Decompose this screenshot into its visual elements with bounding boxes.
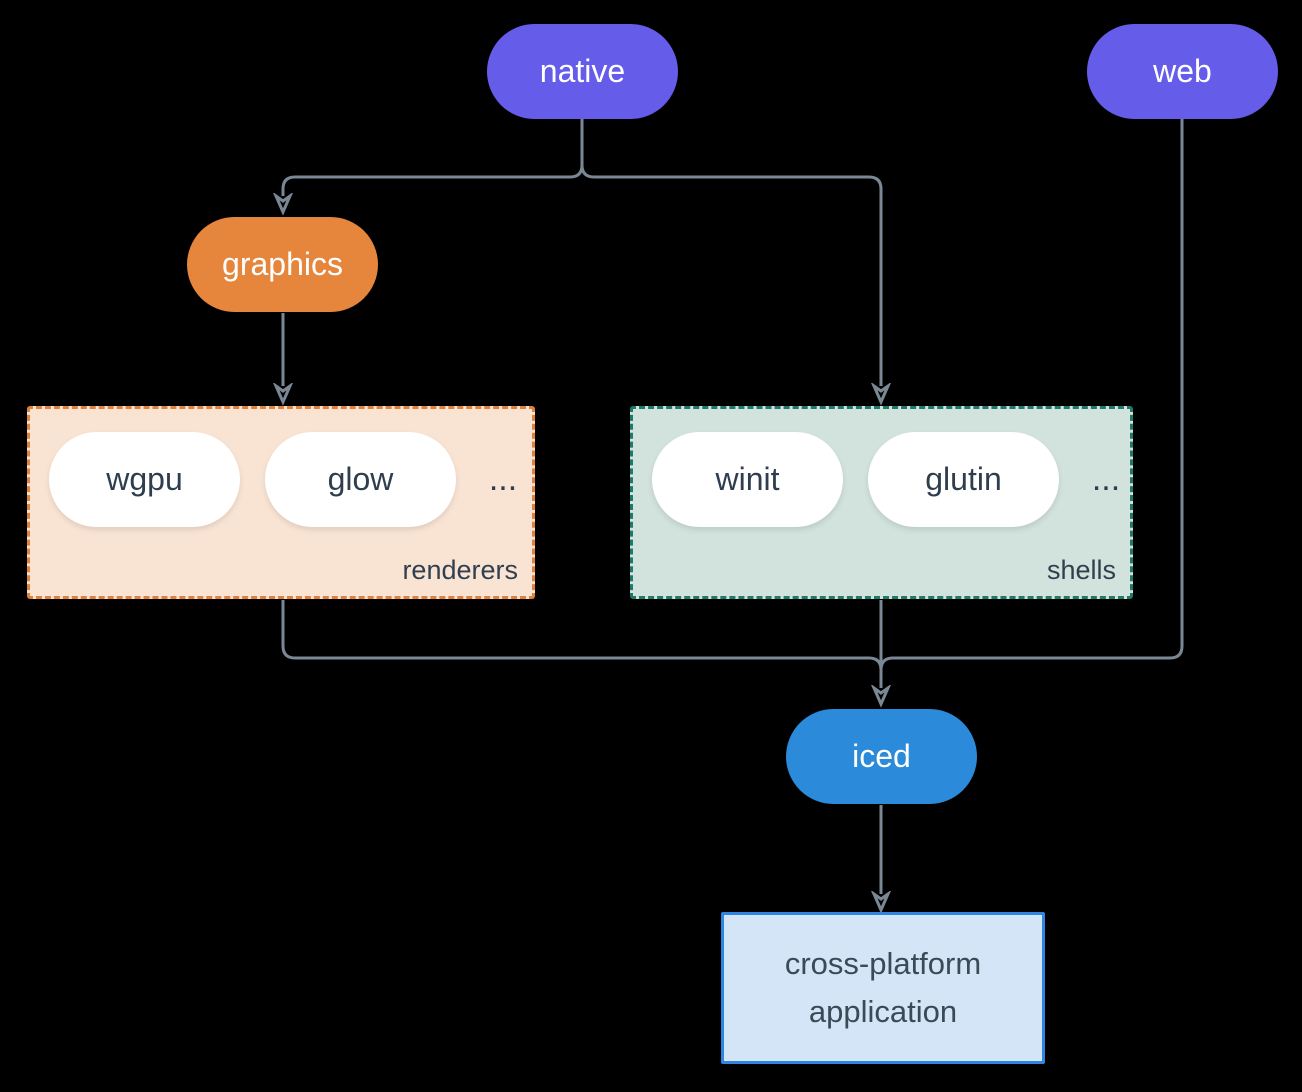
node-native: native — [487, 24, 678, 119]
node-web: web — [1087, 24, 1278, 119]
node-iced: iced — [786, 709, 977, 804]
node-native-label: native — [539, 53, 626, 89]
node-glutin: glutin — [868, 432, 1059, 527]
group-shells: winit glutin ... shells — [630, 406, 1133, 599]
renderers-group-label: renderers — [402, 555, 518, 585]
node-glutin-label: glutin — [925, 461, 1002, 497]
node-cross-platform-app-label: cross-platform application — [784, 946, 982, 1029]
node-glow: glow — [265, 432, 456, 527]
node-web-label: web — [1153, 53, 1212, 89]
edge-native-shells — [580, 119, 881, 386]
renderers-ellipsis: ... — [488, 460, 518, 498]
group-renderers: wgpu glow ... renderers — [27, 406, 535, 599]
node-iced-label: iced — [852, 738, 911, 774]
shells-ellipsis: ... — [1091, 460, 1121, 498]
node-wgpu-label: wgpu — [106, 461, 183, 497]
node-cross-platform-app: cross-platform application — [721, 912, 1045, 1064]
edge-native-graphics — [283, 119, 584, 196]
node-graphics: graphics — [187, 217, 378, 312]
node-wgpu: wgpu — [49, 432, 240, 527]
node-glow-label: glow — [327, 461, 394, 497]
shells-group-label: shells — [1046, 555, 1116, 585]
node-winit-label: winit — [715, 461, 780, 497]
node-graphics-label: graphics — [222, 246, 343, 282]
node-winit: winit — [652, 432, 843, 527]
edge-renderers-iced — [281, 600, 883, 671]
